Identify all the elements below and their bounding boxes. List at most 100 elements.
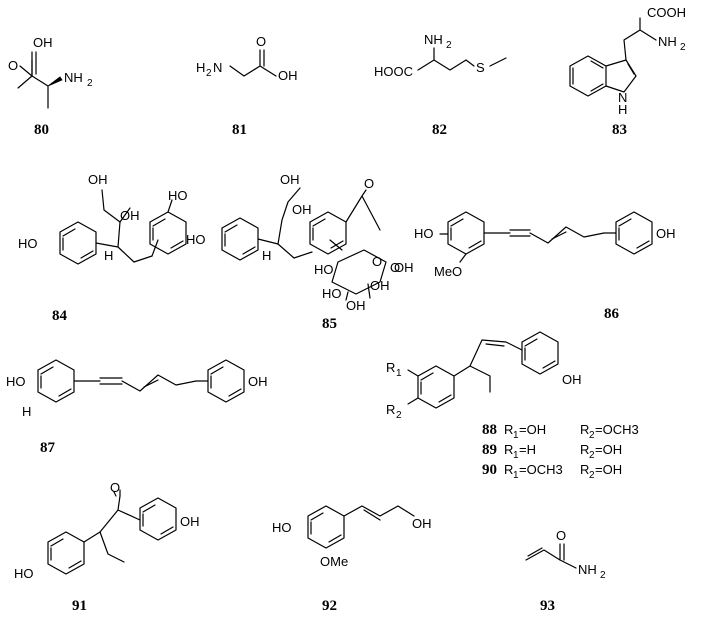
- label-81-oh: OH: [278, 68, 298, 83]
- label-85-oh-b: OH: [370, 278, 390, 293]
- label-84-h: H: [104, 248, 113, 263]
- label-93-o: O: [556, 528, 566, 543]
- label-80-oh: OH: [33, 35, 53, 50]
- label-91-oh: OH: [180, 514, 200, 529]
- label-85-oh-r: OH: [394, 260, 414, 275]
- svg-text:=OCH3: =OCH3: [519, 462, 563, 477]
- label-80-o: O: [8, 58, 18, 73]
- compound-81: H 2 N O OH 81: [196, 34, 298, 138]
- label-84-ho-right: HO: [168, 188, 188, 203]
- label-r1: R: [386, 360, 395, 375]
- label-85-oh-top: OH: [280, 172, 300, 187]
- label-83-nh: NH: [658, 34, 677, 49]
- label-87-ho: HO: [6, 374, 26, 389]
- label-83-h: H: [618, 102, 627, 117]
- label-92-oh: OH: [412, 516, 432, 531]
- label-r1-sub: 1: [396, 368, 402, 379]
- label-87-h: H: [22, 404, 31, 419]
- label-80-nh: NH: [64, 70, 83, 85]
- label-85-ho-c: HO: [322, 286, 342, 301]
- label-r2-sub: 2: [396, 410, 402, 421]
- compound-number-87: 87: [40, 440, 56, 456]
- compound-91: O OH HO 91: [14, 480, 200, 614]
- label-86-ho: HO: [414, 226, 434, 241]
- label-series-oh: OH: [562, 372, 582, 387]
- svg-text:=OH: =OH: [595, 462, 622, 477]
- label-87-oh: OH: [248, 374, 268, 389]
- compound-number-82: 82: [432, 122, 447, 138]
- label-84-oh-top: OH: [88, 172, 108, 187]
- compound-number-84: 84: [52, 308, 68, 324]
- svg-text:=OH: =OH: [595, 442, 622, 457]
- legend-row-89: 89 R 1 =H R 2 =OH: [482, 442, 622, 461]
- label-93-nh: NH: [578, 562, 597, 577]
- compound-number-80: 80: [34, 122, 49, 138]
- label-80-sub: 2: [87, 78, 93, 89]
- label-92-ho: HO: [272, 520, 292, 535]
- svg-text:=OCH3: =OCH3: [595, 422, 639, 437]
- label-83-cooh: COOH: [647, 5, 686, 20]
- svg-text:R: R: [504, 422, 513, 437]
- label-81-n: N: [213, 60, 222, 75]
- svg-text:88: 88: [482, 422, 497, 438]
- svg-text:=H: =H: [519, 442, 536, 457]
- svg-text:2: 2: [589, 470, 595, 481]
- label-86-meo: MeO: [434, 264, 462, 279]
- label-91-o: O: [110, 480, 120, 495]
- compound-series-88-90: R 1 R 2 OH 88 R 1 =OH R 2 =OCH3 89 R 1 =…: [386, 331, 639, 481]
- label-85-h: H: [262, 248, 271, 263]
- compound-number-81: 81: [232, 122, 247, 138]
- compound-85: OH OH HO H O O O OH HO OH HO OH 85: [186, 172, 414, 332]
- svg-text:90: 90: [482, 462, 497, 478]
- label-85-ho-left: HO: [186, 232, 206, 247]
- label-85-oh-mid: OH: [292, 202, 312, 217]
- svg-text:R: R: [504, 442, 513, 457]
- label-85-ho-a: HO: [314, 262, 334, 277]
- label-93-sub: 2: [600, 570, 606, 581]
- compound-84: HO OH OH HO H 84: [18, 172, 188, 324]
- svg-text:R: R: [580, 462, 589, 477]
- label-81-o: O: [256, 34, 266, 49]
- label-84-oh-mid: OH: [120, 208, 140, 223]
- compound-83: COOH NH 2 N H 83: [569, 5, 686, 138]
- label-92-ome: OMe: [320, 554, 348, 569]
- label-82-sub: 2: [446, 40, 452, 51]
- label-85-o-link: O: [364, 176, 374, 191]
- label-82-nh: NH: [424, 32, 443, 47]
- svg-text:2: 2: [589, 430, 595, 441]
- label-82-s: S: [476, 60, 485, 75]
- svg-text:1: 1: [513, 450, 519, 461]
- label-85-o2: O: [390, 260, 400, 275]
- compound-80: OH O NH 2 80: [8, 35, 93, 138]
- svg-text:R: R: [580, 442, 589, 457]
- svg-text:1: 1: [513, 470, 519, 481]
- svg-text:=OH: =OH: [519, 422, 546, 437]
- compound-number-83: 83: [612, 122, 627, 138]
- label-84-ho-left: HO: [18, 236, 38, 251]
- label-81-h: H: [196, 60, 205, 75]
- compound-87: HO H OH 87: [6, 359, 268, 456]
- compound-92: HO OMe OH 92: [272, 505, 432, 614]
- svg-text:R: R: [504, 462, 513, 477]
- svg-text:R: R: [580, 422, 589, 437]
- label-83-sub: 2: [680, 42, 686, 53]
- label-91-ho: HO: [14, 566, 34, 581]
- compound-86: HO MeO OH 86: [414, 211, 676, 322]
- label-86-oh: OH: [656, 226, 676, 241]
- compound-number-85: 85: [322, 316, 337, 332]
- compound-number-91: 91: [72, 598, 87, 614]
- label-82-hooc: HOOC: [374, 64, 413, 79]
- svg-text:89: 89: [482, 442, 497, 458]
- compound-82: NH 2 HOOC S 82: [374, 32, 507, 138]
- legend-row-88: 88 R 1 =OH R 2 =OCH3: [482, 422, 639, 441]
- label-81-sub: 2: [206, 68, 212, 79]
- label-85-o-ring: O: [372, 254, 382, 269]
- compound-number-93: 93: [540, 598, 555, 614]
- legend-row-90: 90 R 1 =OCH3 R 2 =OH: [482, 462, 622, 481]
- compound-number-92: 92: [322, 598, 337, 614]
- svg-text:2: 2: [589, 450, 595, 461]
- label-83-n: N: [618, 90, 627, 105]
- compound-93: O NH 2 93: [525, 528, 606, 614]
- label-85-oh-d: OH: [346, 298, 366, 313]
